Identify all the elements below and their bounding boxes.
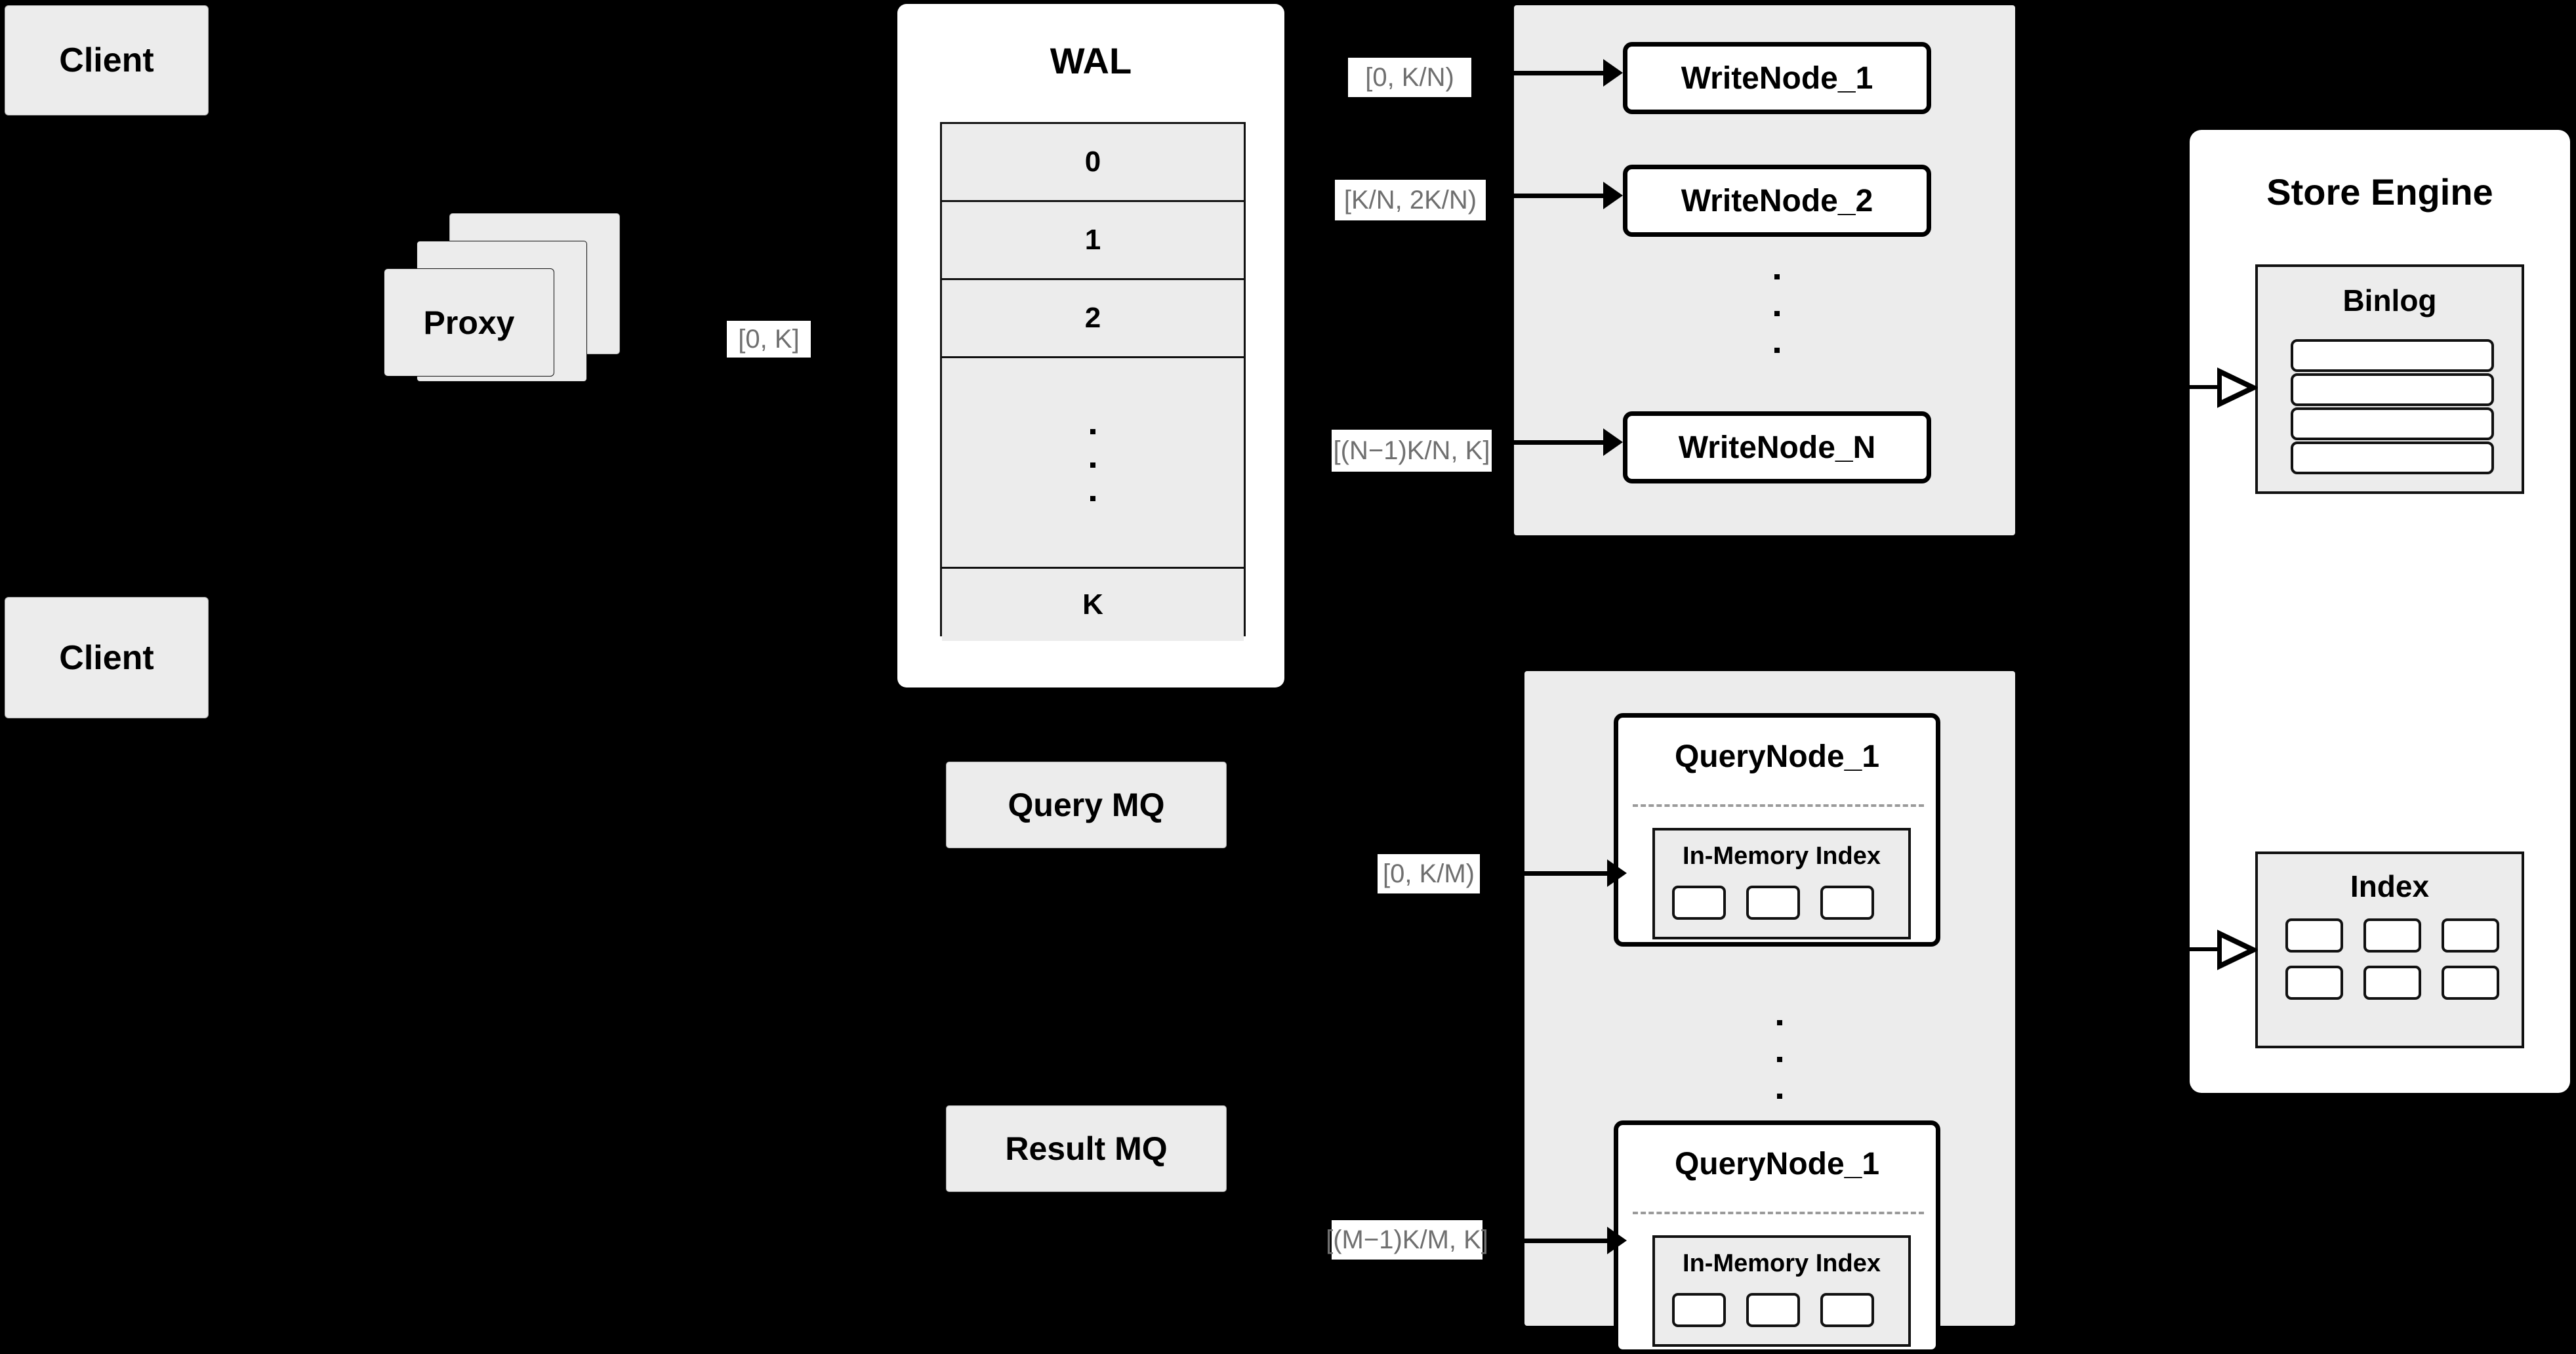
query-mq-box[interactable]: Query MQ [946,762,1227,848]
wal-panel: WAL 0 1 2 K [897,4,1284,687]
query-cluster-vertical-ellipsis-icon [1777,1020,1782,1099]
arrow-line-writenode-2 [1514,194,1606,198]
binlog-title: Binlog [2342,283,2437,318]
wal-title: WAL [1050,40,1132,81]
edge-label-text: [(N−1)K/N, K] [1333,436,1490,465]
binlog-row [2291,339,2494,372]
arrow-head-writenode-n [1603,428,1623,456]
arrow-head-querynode-1 [1607,859,1627,887]
query-mq-label: Query MQ [1008,787,1165,823]
wal-row-ellipsis [942,358,1244,569]
write-node-1[interactable]: WriteNode_1 [1623,42,1931,114]
wal-row-value: 0 [1084,146,1101,178]
in-memory-index-label: In-Memory Index [1683,1250,1881,1277]
write-node-cluster: WriteNode_1 WriteNode_2 WriteNode_N [1514,5,2015,535]
in-memory-index-box: In-Memory Index [1652,828,1911,939]
edge-label-querynode-m: [(M−1)K/M, K] [1326,1220,1488,1260]
proxy-card-front[interactable]: Proxy [384,268,554,377]
wal-vertical-ellipsis-icon [1090,429,1095,501]
query-node-cluster: QueryNode_1 In-Memory Index QueryNode_1 … [1524,671,2015,1354]
index-slot [2363,966,2421,1000]
arrow-head-open-binlog [2217,367,2258,408]
result-mq-box[interactable]: Result MQ [946,1105,1227,1192]
wal-row-value: K [1082,588,1103,621]
wal-row: 1 [942,202,1244,280]
index-slot [1820,886,1874,920]
store-engine-panel: Store Engine Binlog Index [2190,130,2570,1093]
binlog-row [2291,441,2494,474]
index-title: Index [2350,869,2430,903]
edge-label-querynode-1: [0, K/M) [1378,854,1480,893]
client-label: Client [59,41,154,79]
write-node-label: WriteNode_1 [1681,60,1873,96]
edge-label-writenode-1: [0, K/N) [1348,58,1471,97]
query-node-label: QueryNode_1 [1674,1147,1880,1181]
client-box-2[interactable]: Client [5,597,209,718]
architecture-diagram: Client Client Proxy [0, K] WAL 0 1 2 [5,4,2570,1354]
index-slot [2442,966,2499,1000]
arrow-line-querynode-m [1524,1239,1610,1243]
wal-row-list: 0 1 2 K [940,122,1246,641]
client-box-1[interactable]: Client [5,5,209,115]
write-cluster-vertical-ellipsis-icon [1774,274,1780,353]
result-mq-label: Result MQ [1005,1130,1168,1167]
arrow-line-querynode-1 [1524,871,1610,876]
arrow-line-writenode-1 [1514,71,1606,75]
edge-label-text: [K/N, 2K/N) [1343,185,1477,215]
query-node-1[interactable]: QueryNode_1 In-Memory Index [1614,713,1940,947]
wal-row-value: 2 [1084,302,1101,334]
arrow-head-writenode-1 [1603,59,1623,87]
arrow-head-writenode-2 [1603,182,1623,209]
in-memory-index-label: In-Memory Index [1683,842,1881,870]
store-engine-title: Store Engine [2266,171,2493,213]
query-node-divider [1633,1212,1924,1214]
edge-label-writenode-n: [(N−1)K/N, K] [1332,430,1492,472]
index-box: Index [2255,851,2524,1048]
index-slot [2285,966,2343,1000]
arrow-head-querynode-m [1607,1227,1627,1254]
write-node-label: WriteNode_N [1678,430,1876,465]
proxy-label: Proxy [423,304,515,341]
proxy-stack[interactable]: Proxy [380,213,669,430]
index-slot [2363,918,2421,953]
query-node-label: QueryNode_1 [1674,739,1880,774]
wal-row: 2 [942,280,1244,358]
index-slot [2285,918,2343,953]
edge-label-proxy-to-wal: [0, K] [727,321,811,358]
binlog-row [2291,373,2494,406]
index-slot [1672,1293,1726,1327]
write-node-2[interactable]: WriteNode_2 [1623,165,1931,237]
wal-row-value: 1 [1084,224,1101,256]
client-label: Client [59,638,154,677]
binlog-row [2291,407,2494,440]
write-node-label: WriteNode_2 [1681,183,1873,218]
query-node-divider [1633,804,1924,807]
edge-label-writenode-2: [K/N, 2K/N) [1335,180,1486,220]
binlog-box: Binlog [2255,264,2524,494]
in-memory-index-box: In-Memory Index [1652,1235,1911,1347]
edge-label-text: [(M−1)K/M, K] [1326,1225,1488,1254]
arrow-line-writenode-n [1514,440,1606,445]
query-node-m[interactable]: QueryNode_1 In-Memory Index [1614,1120,1940,1354]
edge-label-text: [0, K/N) [1365,62,1454,92]
edge-label-text: [0, K/M) [1382,859,1475,888]
index-slot [1746,1293,1800,1327]
edge-label-text: [0, K] [738,324,800,354]
index-slot [1672,886,1726,920]
wal-row: K [942,569,1244,641]
wal-row: 0 [942,124,1244,202]
write-node-n[interactable]: WriteNode_N [1623,411,1931,483]
arrow-line-to-index [2190,947,2221,951]
arrow-line-to-binlog [2190,385,2221,389]
index-slot [1746,886,1800,920]
index-slot [2442,918,2499,953]
arrow-head-open-index [2217,930,2258,970]
index-slot [1820,1293,1874,1327]
